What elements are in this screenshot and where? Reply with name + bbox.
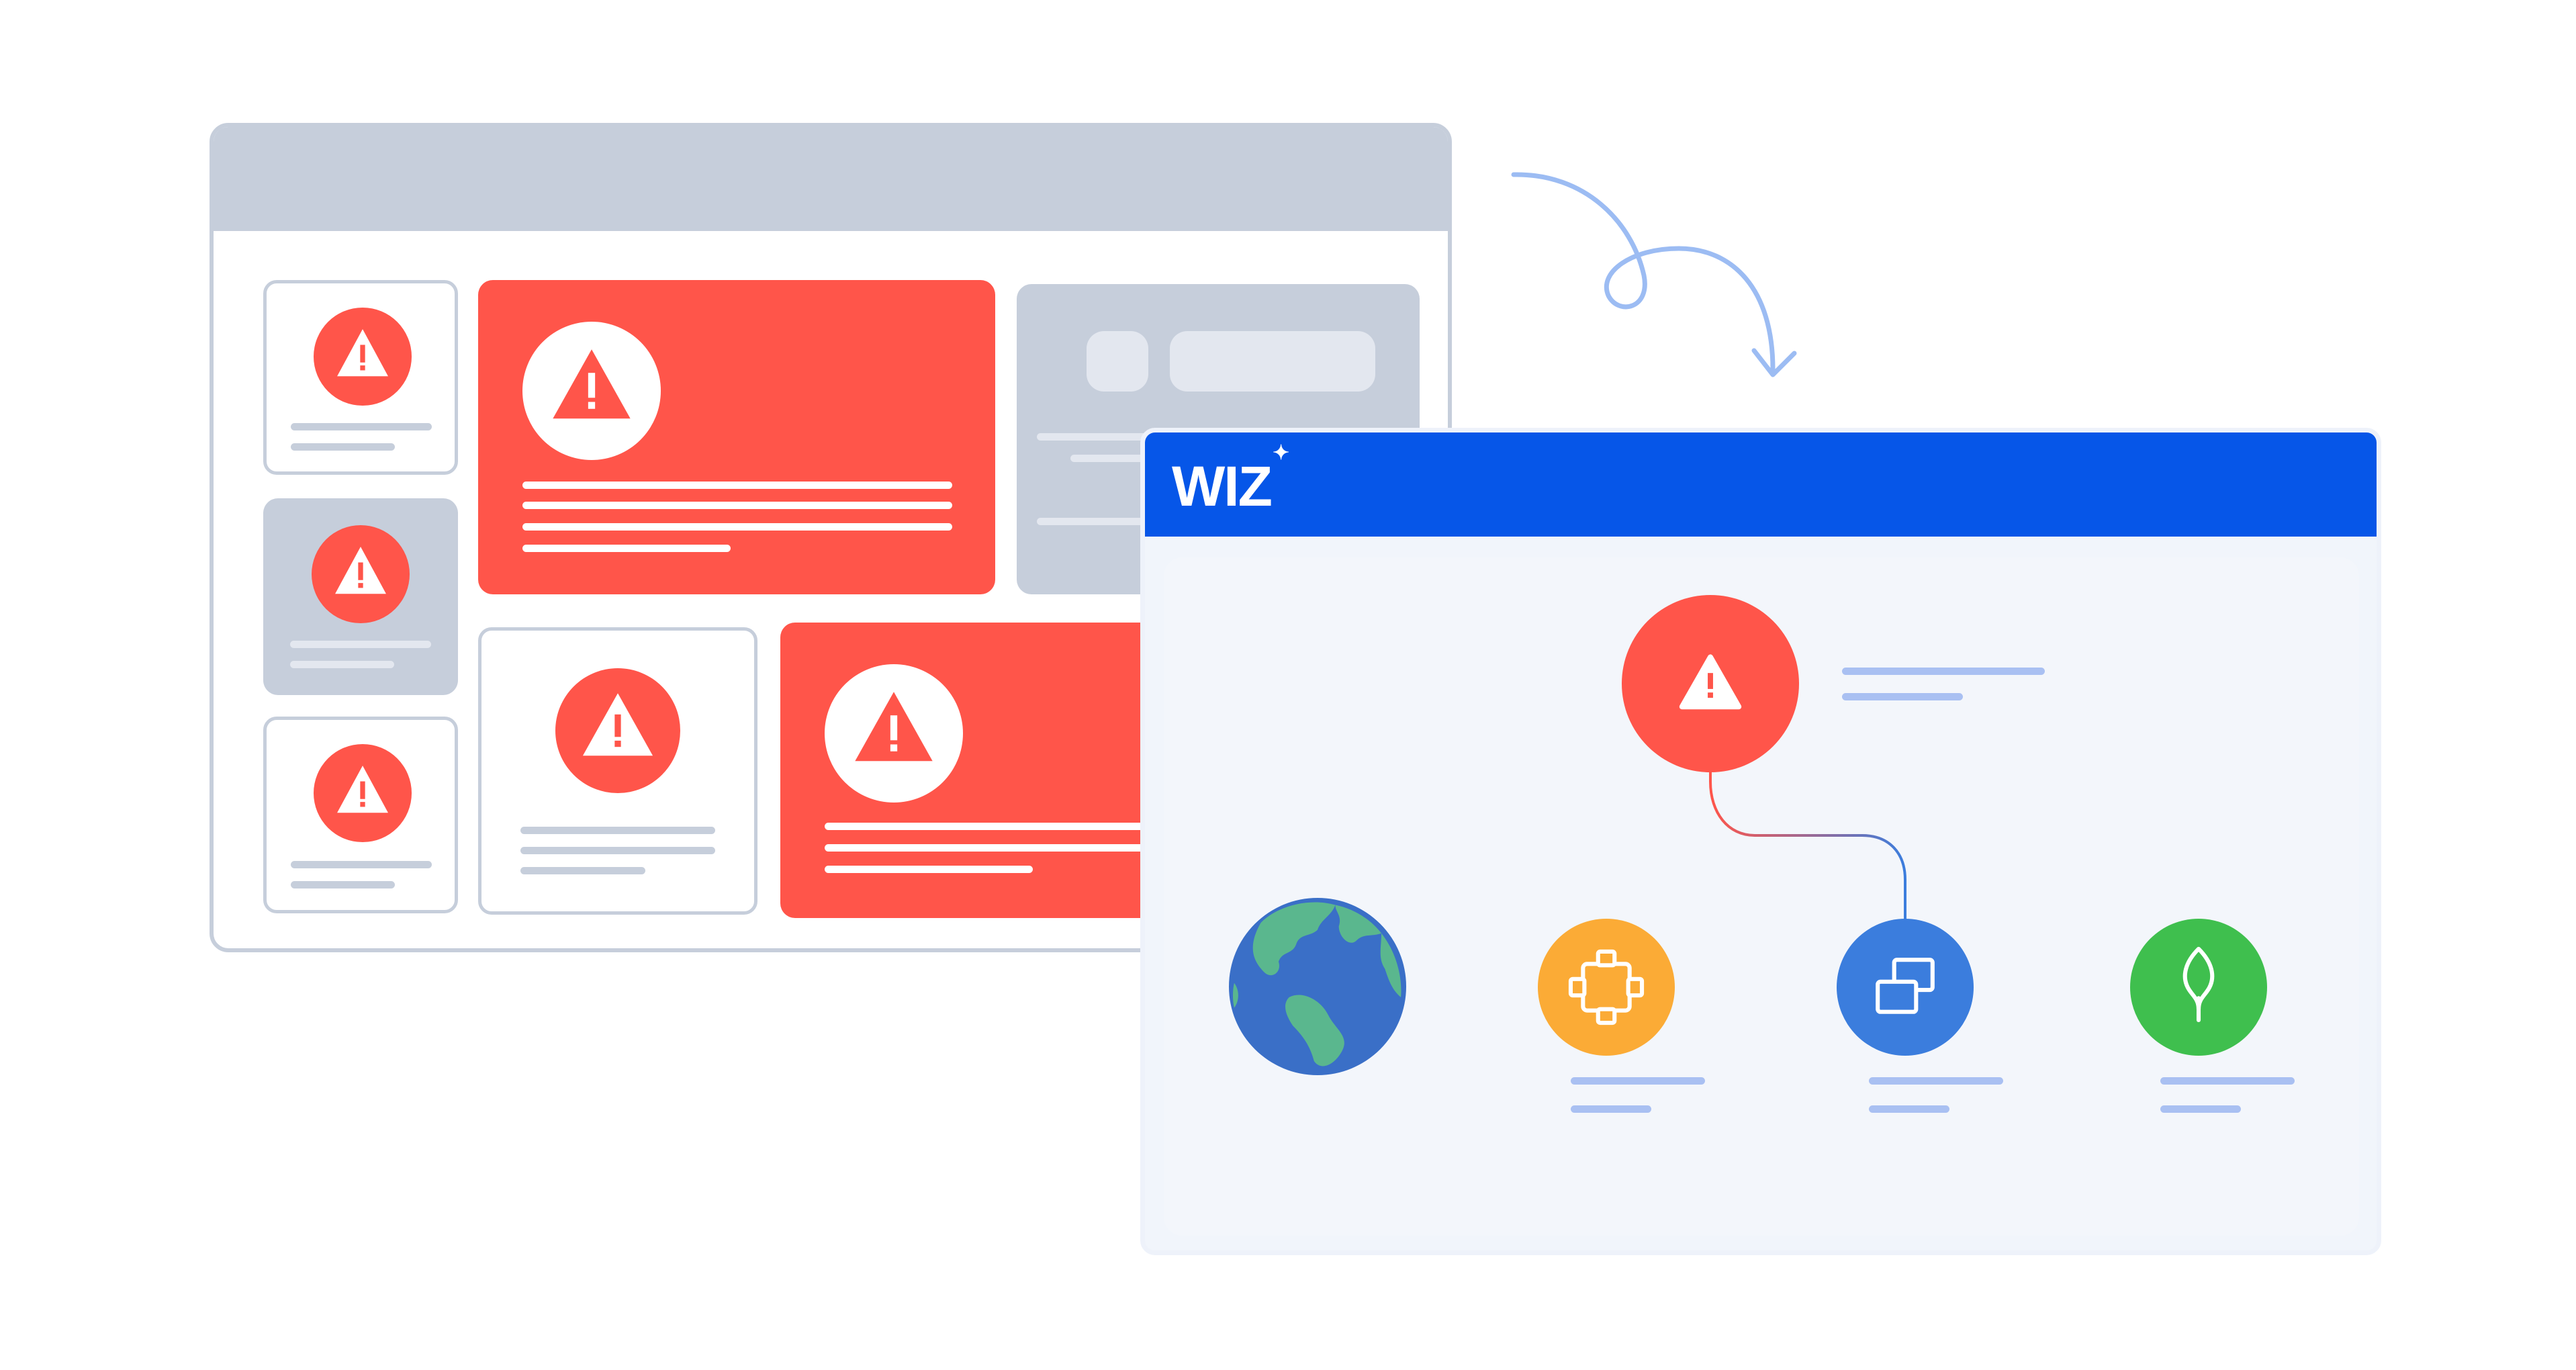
wiz-logo-text: WIZ [1172, 455, 1273, 518]
alert-card-outline[interactable] [478, 627, 757, 915]
vm-icon [1876, 958, 1935, 1014]
security-graph-panel [1164, 557, 2359, 1236]
mongodb-leaf-icon [2182, 946, 2215, 1023]
node-label-placeholder [1869, 1105, 1949, 1113]
warning-icon [555, 668, 680, 793]
alert-card-outline[interactable] [263, 280, 458, 475]
placeholder-pill [1170, 331, 1375, 392]
gateway-icon [1568, 949, 1645, 1025]
warning-icon [522, 322, 661, 460]
warning-icon [314, 744, 412, 842]
placeholder-line [291, 423, 432, 430]
gateway-node[interactable] [1538, 919, 1675, 1056]
wiz-window-titlebar: WIZ ✦ [1145, 432, 2377, 537]
wiz-window: WIZ ✦ [1140, 428, 2381, 1255]
placeholder-line [520, 867, 645, 874]
sparkle-icon: ✦ [1273, 442, 1289, 464]
legacy-window-titlebar [214, 127, 1448, 231]
internet-node[interactable] [1229, 898, 1406, 1075]
placeholder-line [522, 502, 952, 509]
placeholder-pill [1087, 331, 1148, 392]
warning-icon [825, 664, 963, 803]
warning-icon [312, 525, 410, 623]
node-label-placeholder [2160, 1077, 2295, 1085]
node-label-placeholder [1571, 1105, 1651, 1113]
placeholder-line [522, 545, 731, 552]
placeholder-line [290, 661, 394, 668]
curly-arrow-icon [1511, 172, 1797, 377]
wiz-logo: WIZ ✦ [1172, 443, 1289, 520]
node-label-placeholder [1869, 1077, 2003, 1085]
placeholder-line [825, 866, 1033, 873]
placeholder-line [291, 443, 395, 451]
node-label-placeholder [1571, 1077, 1705, 1085]
placeholder-line [825, 823, 1254, 830]
vm-node[interactable] [1837, 919, 1974, 1056]
globe-icon [1232, 902, 1401, 1066]
placeholder-line [520, 847, 715, 854]
placeholder-line [520, 827, 715, 834]
placeholder-line [825, 844, 1254, 852]
alert-card-red[interactable] [478, 280, 995, 594]
issue-node[interactable] [1622, 595, 1799, 772]
issue-title-placeholder [1842, 668, 2045, 675]
node-label-placeholder [2160, 1105, 2241, 1113]
placeholder-line [522, 523, 952, 531]
warning-icon [1679, 654, 1742, 710]
issue-subtitle-placeholder [1842, 693, 1963, 700]
placeholder-line [522, 482, 952, 489]
database-node[interactable] [2130, 919, 2267, 1056]
placeholder-line [291, 861, 432, 868]
alert-card-outline[interactable] [263, 717, 458, 913]
placeholder-line [290, 641, 431, 648]
placeholder-line [291, 881, 395, 888]
alert-card-grey[interactable] [263, 498, 458, 695]
warning-icon [314, 308, 412, 406]
